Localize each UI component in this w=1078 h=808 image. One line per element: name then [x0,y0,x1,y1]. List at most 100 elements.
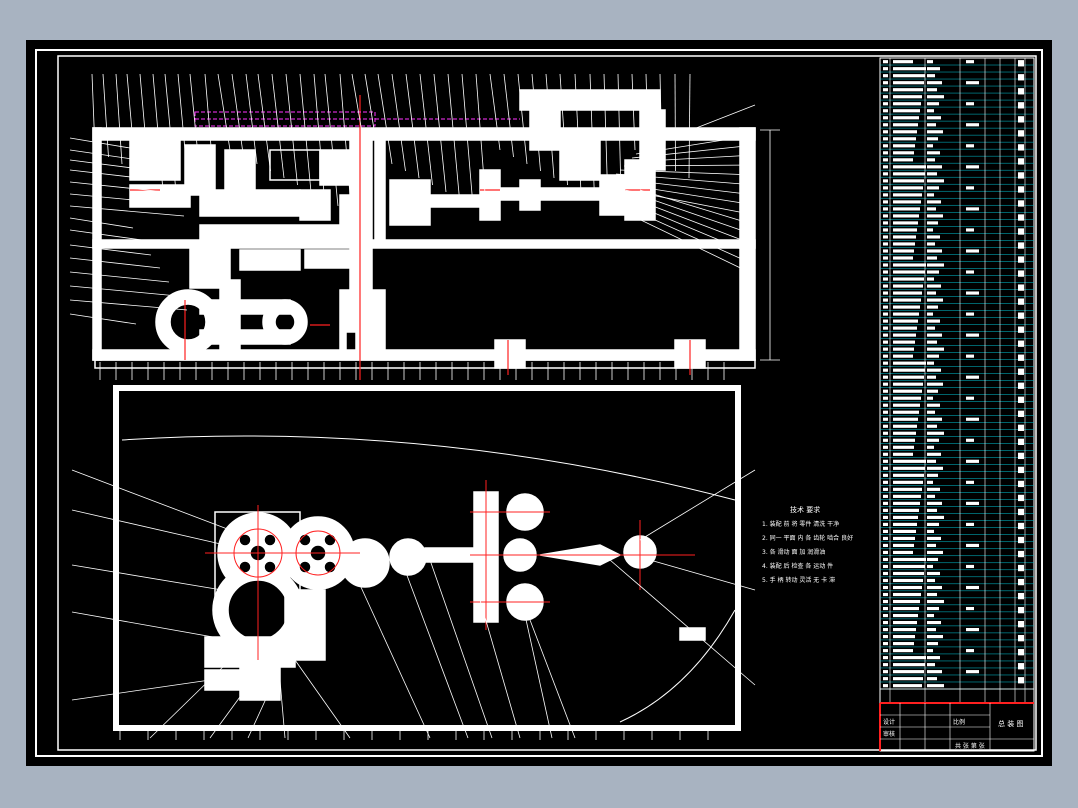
table-cell-text [927,291,936,295]
leader-line [247,689,271,739]
table-cell-text [927,242,935,246]
leader-line [639,189,756,226]
table-cell-index [883,375,888,379]
table-cell-text [893,291,922,295]
table-cell-text [927,123,936,127]
table-cell-text [1018,522,1024,530]
table-cell-index [883,522,888,526]
table-cell-index [883,438,888,442]
table-cell-text [966,186,974,190]
table-cell-text [893,571,924,576]
table-cell-text [893,529,916,534]
leader-line [479,599,521,739]
title-scale: 比例 [953,718,965,726]
table-cell-text [1018,396,1024,403]
table-cell-text [927,501,942,505]
table-cell-text [893,137,916,141]
table-cell-text [927,144,933,148]
table-cell-text [1018,620,1024,628]
table-cell-index [883,403,888,407]
table-cell-text [1018,382,1024,389]
table-cell-text [893,319,918,323]
leader-line [271,73,285,179]
table-cell-text [893,396,921,400]
table-cell-text [1018,410,1024,417]
leader-line [245,73,258,165]
table-cell-index [883,389,888,393]
table-cell-index [883,684,888,688]
table-cell-text [893,613,918,618]
leader-line [635,193,756,236]
table-cell-index [883,649,888,653]
table-cell-text [927,158,935,162]
table-cell-text [893,543,914,548]
leader-line [377,73,393,165]
leader-line [69,149,140,161]
table-cell-text [893,340,915,344]
table-cell-text [927,347,944,351]
table-cell-text [927,438,939,442]
leader-line [619,209,756,276]
table-cell-index [883,144,888,148]
leader-line [609,559,756,686]
table-cell-text [927,649,933,653]
table-cell-index [883,599,888,604]
leader-line [69,159,149,171]
table-cell-index [883,214,888,218]
table-cell-index [883,186,888,190]
leader-line [149,659,231,739]
table-cell-text [927,207,936,211]
table-cell-text [893,200,921,204]
table-cell-text [893,228,917,232]
leader-line [607,181,756,206]
table-cell-text [1018,452,1024,460]
table-cell-text [966,628,979,632]
table-cell-text [893,116,919,120]
table-cell-index [883,102,888,106]
front-view [92,89,756,369]
table-cell-text [893,403,920,407]
leader-line [285,73,298,186]
table-cell-text [966,606,974,611]
leader-line [631,197,756,246]
table-cell-text [966,438,974,442]
table-cell-text [1018,578,1024,586]
table-cell-index [883,228,888,232]
table-cell-text [1018,635,1024,642]
table-cell-text [927,263,944,267]
table-cell-index [883,501,888,505]
table-cell-text [1018,312,1024,319]
table-cell-text [927,606,939,611]
table-cell-text [893,74,925,78]
table-cell-index [883,361,888,365]
table-cell-text [893,656,926,660]
table-cell-text [927,116,941,120]
table-cell-index [883,620,888,625]
table-cell-index [883,613,888,618]
table-cell-text [893,487,922,491]
table-cell-text [1018,508,1024,516]
leader-line [404,569,469,739]
table-cell-text [893,438,915,442]
table-cell-text [927,459,936,463]
leader-lines-plan [71,469,756,740]
leader-line [475,73,487,214]
table-cell-index [883,130,888,134]
leader-line [294,659,351,739]
leader-line [649,559,756,591]
table-cell-text [927,340,937,344]
table-cell-text [1018,564,1024,572]
outer-border [35,49,1043,757]
table-cell-text [966,480,974,484]
table-cell-text [927,235,940,239]
table-cell-index [883,312,888,316]
table-cell-text [1018,424,1024,431]
plan-view [113,385,741,731]
table-cell-text [893,564,925,569]
table-cell-text [927,445,934,449]
table-cell-text [927,620,941,625]
leader-line [69,205,185,217]
leader-lines-top [69,73,756,380]
table-cell-text [927,487,940,491]
table-cell-index [883,326,888,330]
